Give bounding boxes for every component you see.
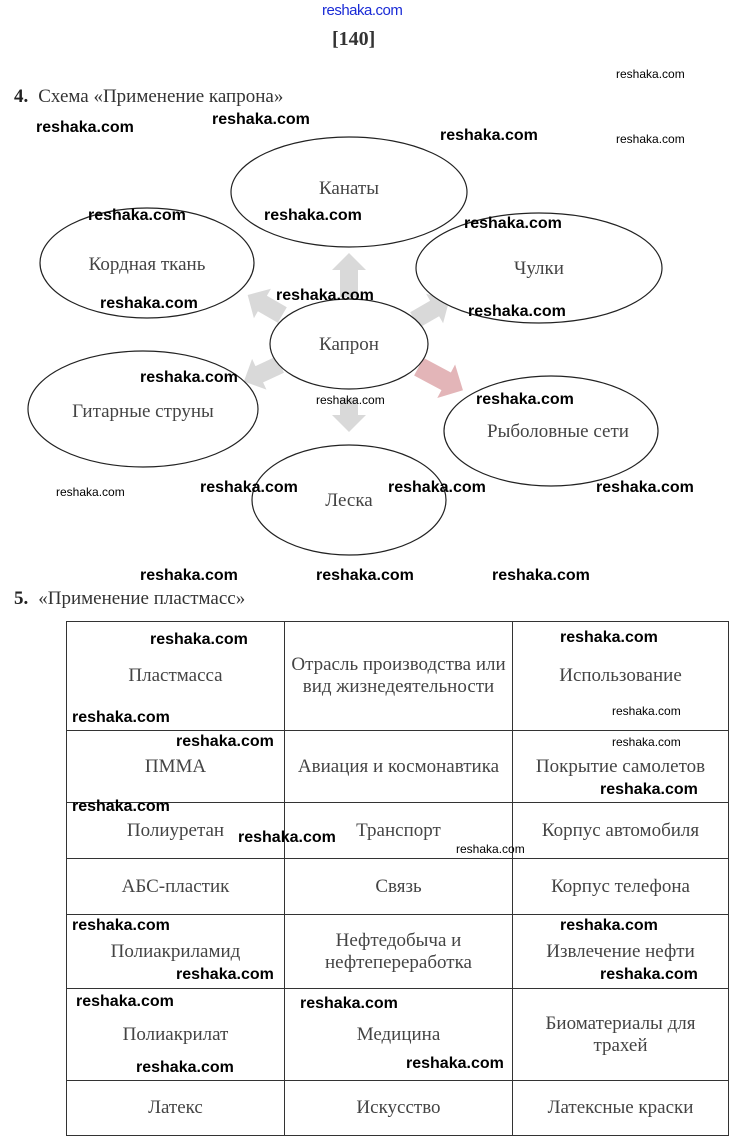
watermark: reshaka.com — [238, 829, 336, 846]
watermark: reshaka.com — [300, 995, 398, 1012]
watermark: reshaka.com — [176, 733, 274, 750]
watermark: reshaka.com — [72, 709, 170, 726]
cell: Нефтедобыча и нефтепереработка — [284, 914, 513, 989]
node-ellipse-leska — [251, 444, 447, 556]
header-cell: Отрасль производства или вид жизнедеятел… — [284, 621, 513, 731]
watermark: reshaka.com — [136, 1059, 234, 1076]
cell: Корпус автомобиля — [512, 802, 729, 859]
cell: Транспорт — [284, 802, 513, 859]
node-label: Кордная ткань — [89, 254, 206, 275]
center-label: Капрон — [319, 334, 379, 355]
watermark: reshaka.com — [600, 966, 698, 983]
cell: Полиакрилат — [66, 988, 285, 1081]
cell: Связь — [284, 858, 513, 915]
watermark: reshaka.com — [616, 67, 685, 81]
plastics-table: Пластмасса Отрасль производства или вид … — [66, 621, 729, 1136]
section4-title-text: Схема «Применение капрона» — [38, 86, 284, 107]
watermark: reshaka.com — [140, 369, 238, 386]
watermark: reshaka.com — [492, 567, 590, 584]
arrow-lower-right — [414, 357, 463, 399]
cell: АБС-пластик — [66, 858, 285, 915]
watermark: reshaka.com — [468, 303, 566, 320]
table-header-row: Пластмасса Отрасль производства или вид … — [66, 621, 729, 731]
node-ellipse-kordnaya — [39, 207, 255, 319]
watermark: reshaka.com — [464, 215, 562, 232]
section4-number: 4. — [14, 86, 29, 107]
watermark: reshaka.com — [476, 391, 574, 408]
header-cell: Использование — [512, 621, 729, 731]
watermark: reshaka.com — [264, 207, 362, 224]
page-number: [140] — [332, 28, 376, 50]
arrow-down — [332, 398, 366, 432]
cell: Извлечение нефти — [512, 914, 729, 989]
section4-title: 4. Схема «Применение капрона» — [14, 86, 283, 108]
cell: Корпус телефона — [512, 858, 729, 915]
section5-number: 5. — [14, 588, 29, 609]
watermark: reshaka.com — [388, 479, 486, 496]
watermark: reshaka.com — [140, 567, 238, 584]
watermark: reshaka.com — [150, 631, 248, 648]
watermark: reshaka.com — [88, 207, 186, 224]
cell: ПММА — [66, 730, 285, 803]
watermark: reshaka.com — [596, 479, 694, 496]
watermark: reshaka.com — [616, 132, 685, 146]
node-label: Рыболовные сети — [487, 421, 629, 442]
watermark: reshaka.com — [100, 295, 198, 312]
watermark: reshaka.com — [406, 1055, 504, 1072]
watermark: reshaka.com — [560, 917, 658, 934]
cell: Биоматериалы для трахей — [512, 988, 729, 1081]
node-label: Канаты — [319, 178, 379, 199]
watermark: reshaka.com — [76, 993, 174, 1010]
section5-title: 5. «Применение пластмасс» — [14, 588, 245, 610]
arrow-up — [332, 253, 366, 297]
arrow-lower-left — [243, 356, 284, 390]
section5-title-text: «Применение пластмасс» — [38, 588, 246, 609]
kapron-diagram: Капрон Канаты Кордная ткань Чулки Гитарн… — [27, 136, 663, 556]
node-ellipse-kanaty — [230, 136, 468, 248]
node-ellipse-struny — [27, 350, 259, 468]
header-cell: Пластмасса — [66, 621, 285, 731]
cell: Полиакриламид — [66, 914, 285, 989]
watermark: reshaka.com — [200, 479, 298, 496]
watermark: reshaka.com — [316, 567, 414, 584]
node-ellipse-chulki — [415, 212, 663, 324]
watermark: reshaka.com — [36, 119, 134, 136]
watermark: reshaka.com — [612, 704, 681, 718]
node-label: Чулки — [514, 258, 564, 279]
watermark: reshaka.com — [600, 781, 698, 798]
node-ellipse-seti — [443, 375, 659, 487]
cell: Авиация и космонавтика — [284, 730, 513, 803]
watermark: reshaka.com — [316, 393, 385, 407]
watermark: reshaka.com — [176, 966, 274, 983]
cell: Искусство — [284, 1080, 513, 1136]
watermark: reshaka.com — [72, 917, 170, 934]
node-label: Леска — [325, 490, 373, 511]
watermark: reshaka.com — [322, 2, 403, 19]
watermark: reshaka.com — [560, 629, 658, 646]
node-label: Гитарные струны — [72, 401, 214, 422]
cell: Покрытие самолетов — [512, 730, 729, 803]
watermark: reshaka.com — [212, 111, 310, 128]
arrow-upper-left — [247, 288, 287, 323]
node-ellipse-kapron — [269, 298, 429, 390]
watermark: reshaka.com — [56, 485, 125, 499]
watermark: reshaka.com — [456, 842, 525, 856]
watermark: reshaka.com — [72, 798, 170, 815]
cell: Полиуретан — [66, 802, 285, 859]
watermark: reshaka.com — [612, 735, 681, 749]
arrow-upper-right — [410, 293, 450, 328]
watermark: reshaka.com — [440, 127, 538, 144]
cell: Латекс — [66, 1080, 285, 1136]
cell: Латексные краски — [512, 1080, 729, 1136]
watermark: reshaka.com — [276, 287, 374, 304]
